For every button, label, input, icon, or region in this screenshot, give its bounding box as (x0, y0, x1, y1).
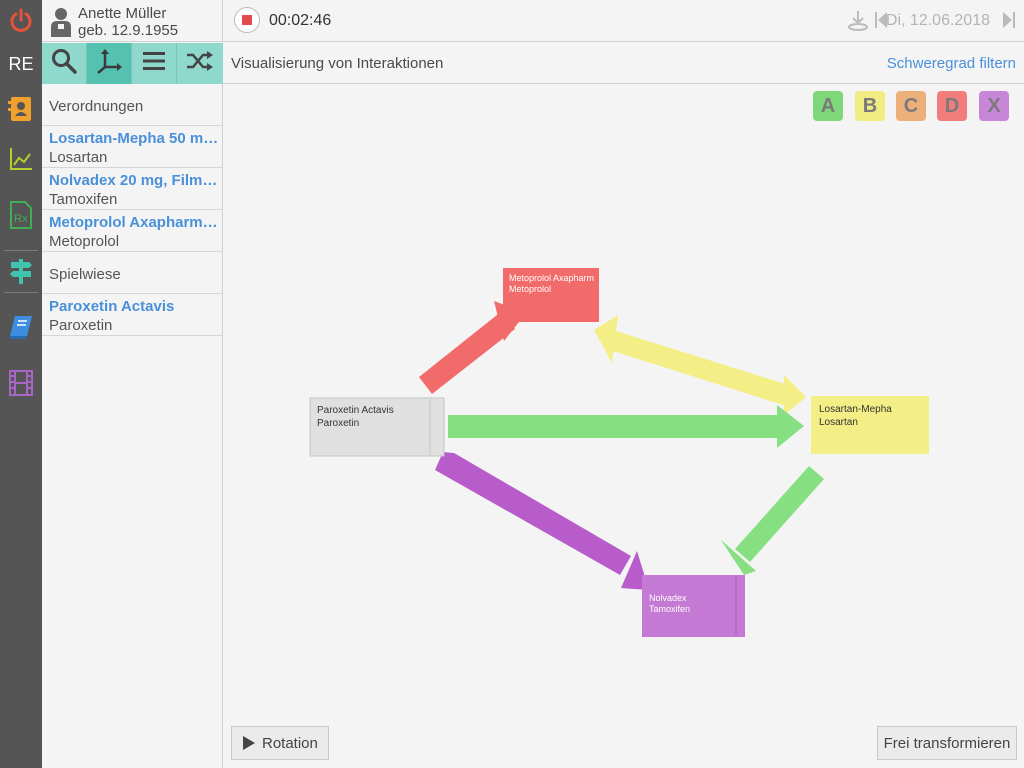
list-tool[interactable] (132, 43, 177, 84)
severity-filter-c[interactable]: C (896, 91, 926, 121)
edge-paroxetin-losartan[interactable] (448, 405, 804, 448)
book-icon[interactable] (0, 306, 42, 348)
list-item[interactable]: Paroxetin Actavis Paroxetin (42, 294, 222, 336)
patient-header[interactable]: Anette Müller geb. 12.9.1955 (42, 0, 223, 42)
edge-arrowhead (784, 375, 806, 415)
subheader: Visualisierung von Interaktionen Schwere… (223, 43, 1024, 84)
edge-arrowhead (721, 540, 756, 575)
interaction-graph-tool[interactable] (87, 43, 132, 84)
rotation-button[interactable]: Rotation (231, 726, 329, 760)
edge-losartan-nolvadex[interactable] (721, 466, 824, 575)
edge-body (448, 415, 779, 438)
edge-body (735, 466, 824, 562)
axes-icon (95, 47, 123, 80)
medication-name: Losartan-Mepha 50 mg, ... (49, 130, 219, 147)
contacts-icon[interactable] (0, 88, 42, 130)
node-label: Metoprolol Axapharm (509, 273, 594, 283)
interaction-graph[interactable]: Metoprolol Axapharm Metoprolol Paroxetin… (224, 85, 1024, 768)
substance-name: Metoprolol (49, 233, 120, 250)
prescription-icon[interactable]: Rx (0, 194, 42, 236)
list-item[interactable]: Losartan-Mepha 50 mg, ... Losartan (42, 126, 222, 168)
page-title: Visualisierung von Interaktionen (231, 55, 444, 72)
shuffle-icon (186, 50, 214, 77)
severity-filter-link[interactable]: Schweregrad filtern (886, 55, 1016, 72)
list-item[interactable]: Metoprolol Axapharm r... Metoprolol (42, 210, 222, 252)
edge-body (435, 452, 631, 575)
timer: 00:02:46 (269, 12, 332, 29)
free-transform-button[interactable]: Frei transformieren (877, 726, 1017, 760)
node-label: Nolvadex (649, 593, 687, 603)
severity-filter-x[interactable]: X (979, 91, 1009, 121)
severity-filter-a[interactable]: A (813, 91, 843, 121)
svg-text:Rx: Rx (14, 213, 28, 225)
stop-recording-button[interactable] (234, 7, 260, 33)
film-icon[interactable] (0, 362, 42, 404)
patient-dob: geb. 12.9.1955 (78, 22, 179, 39)
skip-forward-icon[interactable] (1002, 9, 1016, 36)
list-item[interactable]: Nolvadex 20 mg, Filmta... Tamoxifen (42, 168, 222, 210)
edge-arrowhead (777, 405, 804, 448)
node-sublabel: Tamoxifen (649, 604, 690, 614)
skip-back-icon[interactable] (874, 9, 888, 36)
rotation-label: Rotation (262, 734, 318, 752)
severity-filter-d[interactable]: D (937, 91, 967, 121)
node-metoprolol[interactable]: Metoprolol Axapharm Metoprolol (503, 268, 599, 322)
date-label: Di, 12.06.2018 (885, 12, 990, 29)
edge-losartan-metoprolol[interactable] (594, 315, 806, 415)
node-nolvadex[interactable]: Nolvadex Tamoxifen (642, 575, 745, 637)
edge-paroxetin-nolvadex[interactable] (435, 452, 649, 590)
severity-filter-b[interactable]: B (855, 91, 885, 121)
re-button[interactable]: RE (8, 53, 34, 74)
medication-name: Metoprolol Axapharm r... (49, 214, 219, 231)
node-sublabel: Losartan (819, 417, 858, 428)
power-icon[interactable] (0, 0, 42, 42)
node-label: Losartan-Mepha (819, 404, 892, 415)
node-box (309, 397, 445, 457)
signpost-icon[interactable] (0, 250, 42, 292)
node-label: Paroxetin Actavis (317, 405, 394, 416)
medication-name: Paroxetin Actavis (49, 298, 175, 315)
rail-divider (4, 292, 38, 293)
section-header-playground: Spielwiese (42, 252, 222, 294)
node-box (642, 575, 745, 637)
rail-divider (4, 250, 38, 251)
search-icon (51, 48, 77, 79)
node-losartan[interactable]: Losartan-Mepha Losartan (811, 396, 929, 454)
play-icon (242, 735, 256, 751)
interaction-canvas[interactable]: A B C D X Metoprolol Axapharm (224, 85, 1024, 768)
list-icon (142, 50, 166, 77)
node-box (811, 396, 929, 454)
medication-sidebar: Verordnungen Losartan-Mepha 50 mg, ... L… (42, 84, 223, 768)
substance-name: Losartan (49, 149, 108, 166)
left-rail: RE Rx (0, 0, 42, 768)
substance-name: Tamoxifen (49, 191, 118, 208)
node-paroxetin[interactable]: Paroxetin Actavis Paroxetin (309, 397, 445, 457)
medication-name: Nolvadex 20 mg, Filmta... (49, 172, 219, 189)
download-icon[interactable] (847, 9, 869, 36)
substance-name: Paroxetin (49, 317, 113, 334)
edge-body (610, 331, 792, 406)
edge-arrowhead (594, 315, 618, 363)
edge-body (419, 311, 515, 394)
transform-label: Frei transformieren (883, 734, 1011, 752)
search-tool[interactable] (42, 43, 87, 84)
section-header-prescriptions: Verordnungen (42, 84, 222, 126)
node-sublabel: Paroxetin (317, 418, 359, 429)
view-toolbar (42, 43, 223, 84)
chart-icon[interactable] (0, 138, 42, 180)
person-icon (50, 7, 72, 42)
node-box (503, 268, 599, 322)
patient-name: Anette Müller (78, 5, 167, 22)
node-sublabel: Metoprolol (509, 284, 551, 294)
top-bar: 00:02:46 Di, 12.06.2018 (223, 0, 1024, 42)
shuffle-tool[interactable] (177, 43, 223, 84)
